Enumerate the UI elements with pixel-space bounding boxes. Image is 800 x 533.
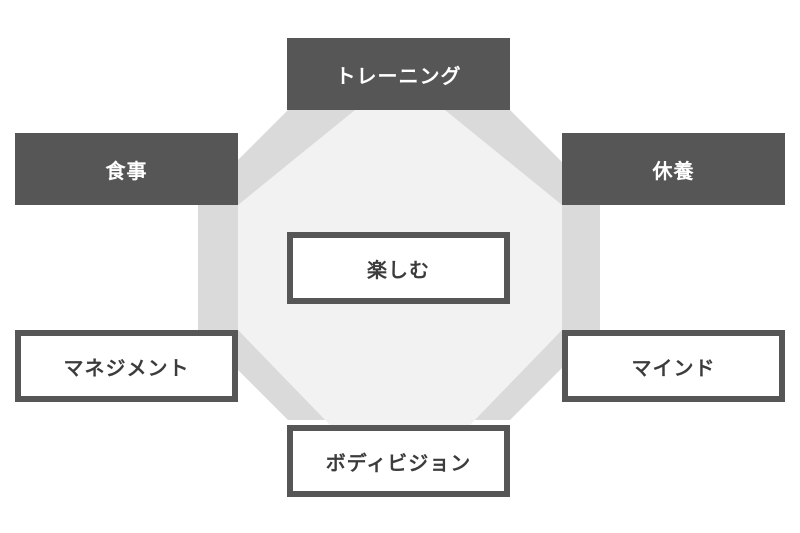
node-body-vision: ボディビジョン: [287, 425, 510, 497]
node-management: マネジメント: [15, 330, 238, 402]
node-mind: マインド: [562, 330, 785, 402]
node-enjoy: 楽しむ: [287, 232, 510, 304]
node-enjoy-label: 楽しむ: [367, 257, 430, 282]
node-training: トレーニング: [287, 38, 510, 110]
node-meal-label: 食事: [105, 158, 148, 183]
node-body-vision-label: ボディビジョン: [325, 450, 472, 475]
node-meal: 食事: [15, 133, 238, 205]
node-management-label: マネジメント: [63, 355, 190, 380]
node-mind-label: マインド: [631, 355, 716, 380]
node-rest-label: 休養: [652, 158, 695, 183]
node-training-label: トレーニング: [335, 63, 462, 88]
node-rest: 休養: [562, 133, 785, 205]
